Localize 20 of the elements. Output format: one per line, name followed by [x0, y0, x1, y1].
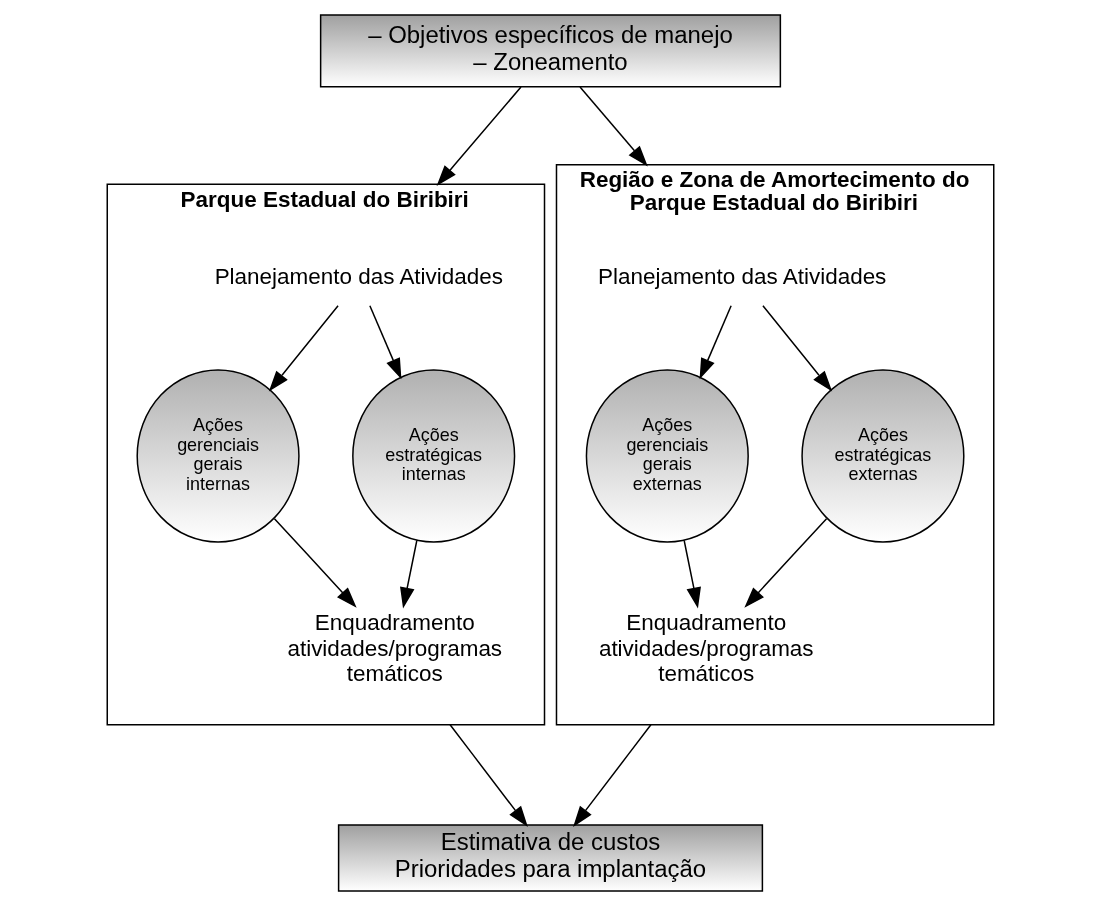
node-box: – Objetivos específicos de manejo – Zoneamento — [319, 13, 782, 88]
arrow — [400, 539, 418, 608]
arrow — [268, 304, 339, 392]
node-text: Enquadramento atividades/programas temáticos — [598, 609, 814, 686]
arrow — [273, 517, 357, 608]
arrow — [762, 304, 833, 392]
node-text: Enquadramento atividades/programas temáticos — [287, 609, 503, 686]
arrow — [436, 85, 522, 186]
arrow — [744, 517, 828, 608]
arrow — [573, 723, 652, 827]
arrow — [369, 304, 402, 379]
node-circle: Ações gerenciais gerais externas — [585, 368, 749, 543]
arrow — [699, 304, 732, 379]
node-box: Estimativa de custos Prioridades para implantação — [337, 823, 764, 892]
arrow — [449, 723, 528, 827]
node-text: Planejamento das Atividades — [598, 263, 887, 289]
node-text: Planejamento das Atividades — [214, 263, 503, 289]
arrow — [579, 85, 648, 166]
arrow — [683, 539, 701, 608]
node-circle: Ações estratégicas internas — [352, 368, 516, 543]
